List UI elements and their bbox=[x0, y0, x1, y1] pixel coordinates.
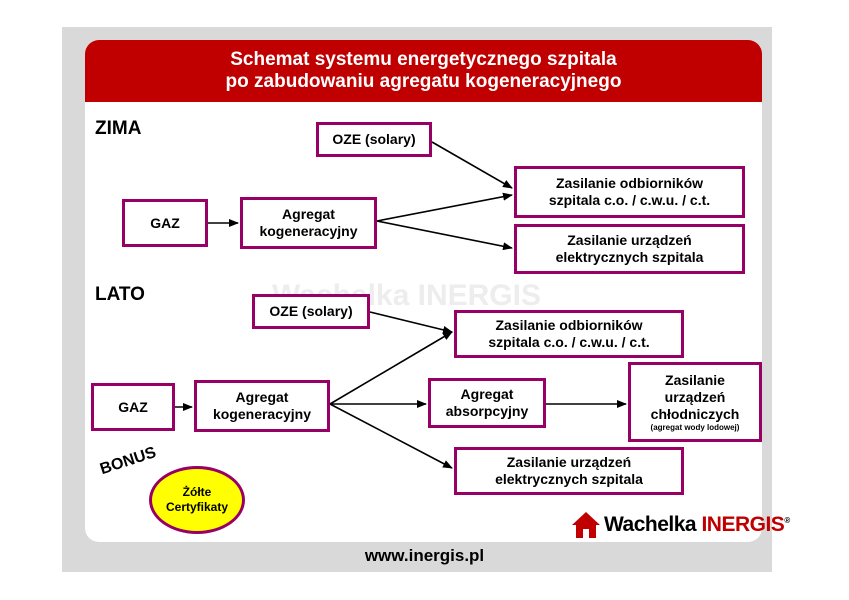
arrow-zima-agregat-odbiorniki bbox=[376, 192, 513, 222]
lato-odbiorniki-line-2: szpitala c.o. / c.w.u. / c.t. bbox=[488, 334, 650, 350]
zima-oze-label: OZE (solary) bbox=[332, 131, 416, 147]
arrow-zima-oze-odbiorniki bbox=[431, 141, 513, 189]
zima-elektryczne-line-1: Zasilanie urządzeń bbox=[567, 232, 692, 248]
lato-absorpcyjny-box: Agregat absorpcyjny bbox=[428, 378, 546, 428]
arrow-zima-agregat-elektryczne bbox=[376, 220, 513, 251]
lato-oze-label: OZE (solary) bbox=[269, 303, 353, 319]
lato-elektryczne-line-2: elektrycznych szpitala bbox=[495, 471, 643, 487]
certyfikaty-line-1: Żółte bbox=[182, 485, 212, 499]
lato-elektryczne-box: Zasilanie urządzeń elektrycznych szpital… bbox=[454, 447, 684, 495]
arrow-lato-agregat-odbiorniki bbox=[329, 331, 453, 405]
logo-text-part-2: INERGIS bbox=[701, 513, 785, 536]
zima-oze-box: OZE (solary) bbox=[316, 122, 432, 157]
title-line-1: Schemat systemu energetycznego szpitala bbox=[230, 49, 617, 70]
diagram-title: Schemat systemu energetycznego szpitala … bbox=[85, 40, 762, 102]
lato-chlodnicze-box: Zasilanie urządzeń chłodniczych (agregat… bbox=[628, 362, 762, 442]
zima-gaz-label: GAZ bbox=[150, 214, 180, 231]
logo-text: Wachelka INERGIS® bbox=[604, 513, 790, 537]
section-label-zima: ZIMA bbox=[95, 118, 142, 139]
zima-odbiorniki-line-1: Zasilanie odbiorników bbox=[555, 175, 704, 191]
lato-agregat-line-1: Agregat bbox=[235, 389, 289, 405]
zima-agregat-line-2: kogeneracyjny bbox=[259, 223, 358, 239]
zima-agregat-box: Agregat kogeneracyjny bbox=[240, 197, 377, 249]
logo-text-part-1: Wachelka bbox=[604, 513, 697, 536]
title-line-2: po zabudowaniu agregatu kogeneracyjnego bbox=[225, 71, 622, 92]
logo-registered-mark: ® bbox=[784, 516, 790, 525]
zima-elektryczne-box: Zasilanie urządzeń elektrycznych szpital… bbox=[514, 224, 745, 274]
lato-oze-box: OZE (solary) bbox=[252, 294, 370, 329]
lato-odbiorniki-line-1: Zasilanie odbiorników bbox=[495, 317, 643, 333]
lato-chlodnicze-note: (agregat wody lodowej) bbox=[650, 422, 740, 432]
section-label-lato: LATO bbox=[95, 284, 145, 305]
lato-absorpcyjny-line-2: absorpcyjny bbox=[445, 403, 529, 419]
arrow-lato-agregat-elektryczne bbox=[329, 403, 453, 469]
certyfikaty-line-2: Certyfikaty bbox=[165, 500, 229, 514]
arrow-lato-oze-odbiorniki bbox=[369, 311, 453, 334]
lato-chlodnicze-line-1: Zasilanie bbox=[665, 371, 725, 388]
zima-odbiorniki-box: Zasilanie odbiorników szpitala c.o. / c.… bbox=[514, 166, 745, 218]
logo-house-icon bbox=[572, 512, 600, 538]
lato-absorpcyjny-line-1: Agregat bbox=[460, 386, 514, 402]
company-logo: Wachelka INERGIS® bbox=[572, 512, 790, 538]
lato-chlodnicze-line-2: urządzeń bbox=[664, 388, 726, 405]
lato-odbiorniki-box: Zasilanie odbiorników szpitala c.o. / c.… bbox=[454, 310, 684, 358]
lato-agregat-line-2: kogeneracyjny bbox=[212, 406, 312, 422]
footer-url[interactable]: www.inergis.pl bbox=[364, 546, 485, 565]
lato-agregat-box: Agregat kogeneracyjny bbox=[194, 380, 330, 432]
zima-odbiorniki-line-2: szpitala c.o. / c.w.u. / c.t. bbox=[548, 192, 711, 208]
bonus-certyfikaty-ellipse: Żółte Certyfikaty bbox=[149, 466, 245, 534]
lato-chlodnicze-line-3: chłodniczych bbox=[650, 405, 740, 422]
lato-gaz-label: GAZ bbox=[118, 398, 148, 415]
zima-agregat-line-1: Agregat bbox=[282, 206, 335, 222]
zima-elektryczne-line-2: elektrycznych szpitala bbox=[555, 249, 704, 265]
lato-gaz-box: GAZ bbox=[91, 383, 175, 431]
zima-gaz-box: GAZ bbox=[122, 199, 208, 247]
lato-elektryczne-line-1: Zasilanie urządzeń bbox=[506, 454, 632, 470]
